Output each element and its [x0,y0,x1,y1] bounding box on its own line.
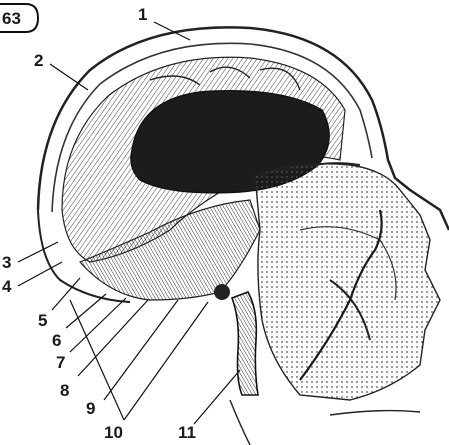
svg-text:6: 6 [52,331,61,350]
svg-text:1: 1 [138,5,147,24]
svg-text:7: 7 [56,353,65,372]
label-10: 10 [70,300,208,442]
label-2: 2 [34,51,88,90]
svg-text:3: 3 [2,253,11,272]
svg-text:8: 8 [60,381,69,400]
svg-text:9: 9 [86,399,95,418]
jugular-vein [232,292,258,395]
svg-text:10: 10 [104,423,123,442]
svg-text:4: 4 [2,277,12,296]
svg-text:5: 5 [38,311,47,330]
facial-skeleton [255,164,440,400]
svg-text:11: 11 [178,423,196,442]
figure-number-badge: 63 [0,4,38,32]
figure-number: 63 [2,9,21,28]
label-6: 6 [52,294,106,350]
label-3: 3 [2,242,58,272]
label-8: 8 [60,300,148,400]
label-11: 11 [178,370,240,442]
svg-text:2: 2 [34,51,43,70]
